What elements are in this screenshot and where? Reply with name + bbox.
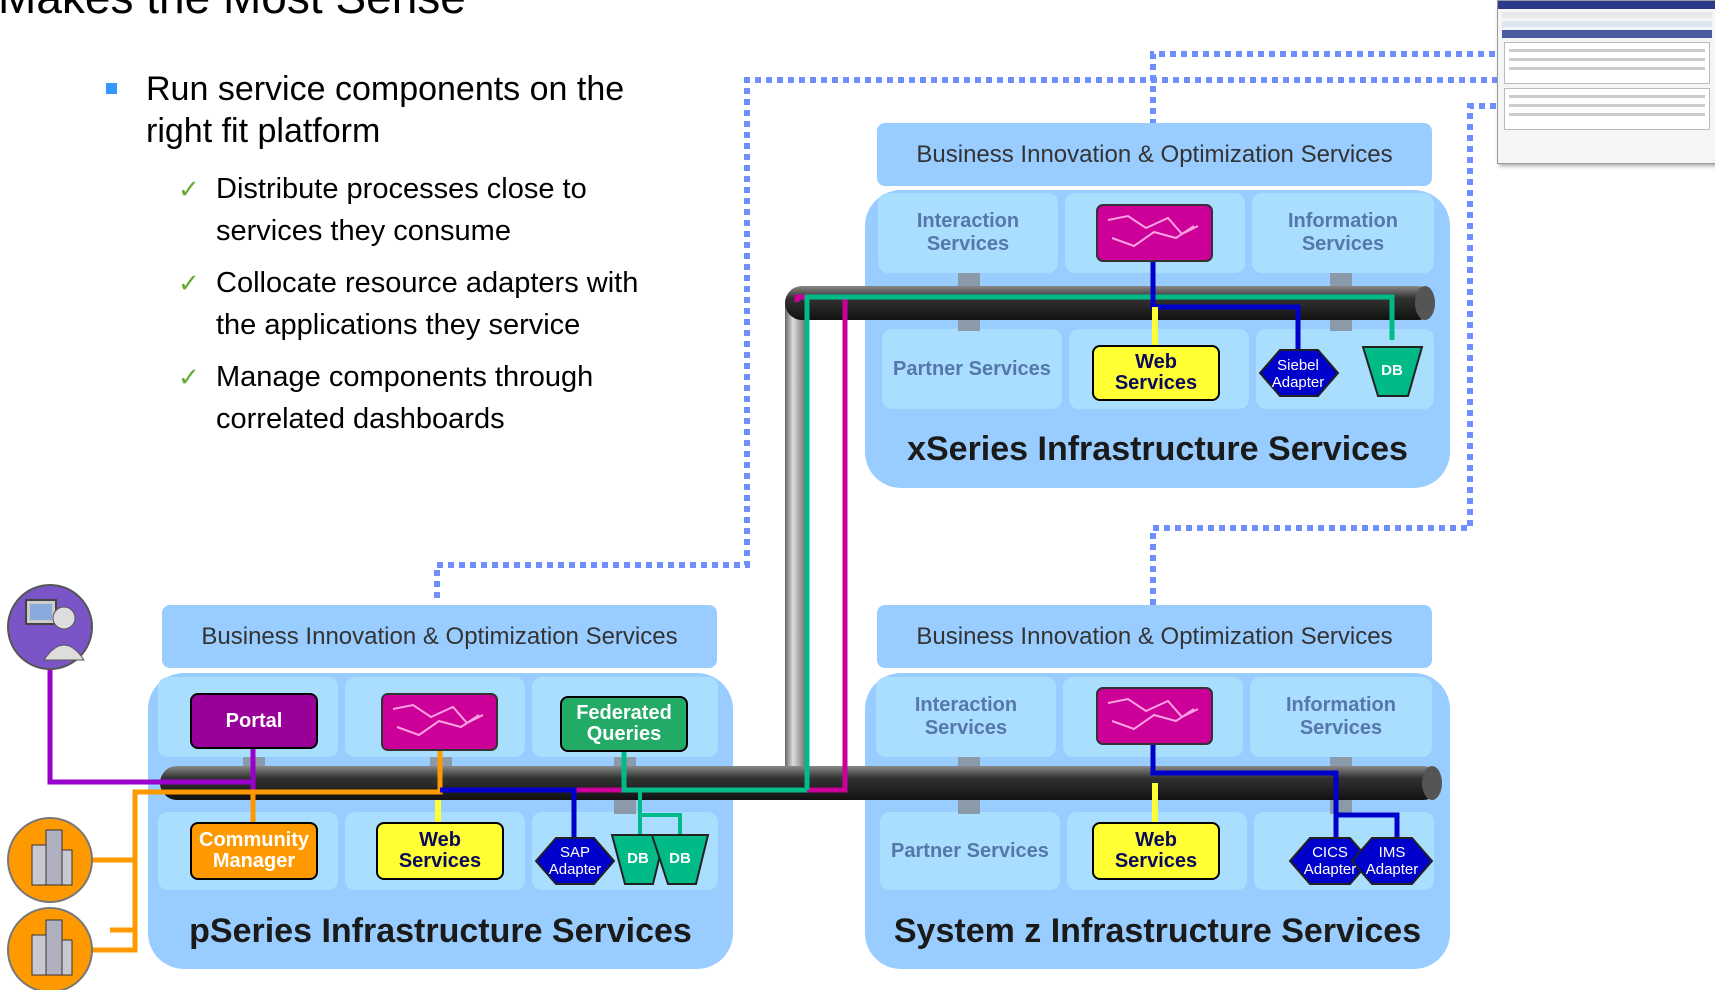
zseries-information-cell: Information Services	[1250, 677, 1432, 757]
user-icon	[7, 584, 93, 670]
pseries-db-label: DB	[669, 850, 691, 867]
xseries-web-services-box: Web Services	[1092, 345, 1220, 401]
xseries-bus	[785, 286, 1435, 320]
federated-queries-box: Federated Queries	[560, 696, 688, 752]
pseries-db-label: DB	[627, 850, 649, 867]
bullet-list: Run service components on the right fit …	[100, 68, 680, 450]
zseries-bio-bar: Business Innovation & Optimization Servi…	[877, 605, 1432, 668]
ims-adapter-shape	[1350, 837, 1434, 885]
xseries-bio-bar: Business Innovation & Optimization Servi…	[877, 123, 1432, 186]
process-flow-icon	[1096, 687, 1213, 745]
xseries-db-shape	[1361, 346, 1424, 397]
teal-line	[804, 294, 1395, 790]
process-flow-icon	[381, 693, 498, 751]
pseries-infra-label: pSeries Infrastructure Services	[189, 912, 692, 950]
community-manager-box: Community Manager	[190, 822, 318, 880]
zseries-infra-label: System z Infrastructure Services	[893, 912, 1422, 950]
cics-adapter-label: CICS Adapter	[1303, 844, 1357, 878]
vertical-pipe	[785, 300, 805, 778]
zseries-partner-cell: Partner Services	[880, 812, 1060, 890]
bullet-sub-1: ✓ Distribute processes close to services …	[100, 168, 680, 252]
slide-title: Makes the Most Sense	[0, 0, 466, 24]
xseries-db-label: DB	[1381, 362, 1403, 379]
bullet-sub-3: ✓ Manage components through correlated da…	[100, 356, 680, 440]
process-flow-icon	[1096, 204, 1213, 262]
siebel-adapter-shape	[1258, 349, 1340, 397]
xseries-infra-label: xSeries Infrastructure Services	[907, 430, 1408, 468]
siebel-adapter-label: Siebel Adapter	[1271, 357, 1325, 391]
xseries-partner-cell: Partner Services	[882, 329, 1062, 409]
bullet-sub-2: ✓ Collocate resource adapters with the ap…	[100, 262, 680, 346]
pseries-db-shape	[610, 834, 667, 885]
pseries-bio-bar: Business Innovation & Optimization Servi…	[162, 605, 717, 668]
purple-line	[47, 670, 256, 785]
xseries-information-cell: Information Services	[1252, 193, 1434, 273]
pseries-db-shape	[650, 834, 710, 885]
sap-adapter-shape	[534, 837, 616, 885]
orange-line	[78, 730, 443, 953]
bullet-sub-text: Collocate resource adapters with the app…	[216, 267, 639, 341]
bullet-sub-text: Distribute processes close to services t…	[216, 173, 587, 247]
bullet-main: Run service components on the right fit …	[100, 68, 680, 152]
building-icon	[7, 817, 93, 903]
blue-line	[440, 787, 577, 845]
sap-adapter-label: SAP Adapter	[548, 844, 602, 878]
xseries-interaction-cell: Interaction Services	[878, 193, 1058, 273]
ims-adapter-label: IMS Adapter	[1365, 844, 1419, 878]
checkmark-icon: ✓	[178, 174, 200, 204]
pseries-web-services-box: Web Services	[376, 822, 504, 880]
zseries-interaction-cell: Interaction Services	[876, 677, 1056, 757]
bullet-sub-text: Manage components through correlated das…	[216, 361, 594, 435]
zseries-web-services-box: Web Services	[1092, 822, 1220, 880]
checkmark-icon: ✓	[178, 362, 200, 392]
dashboard-thumbnail	[1497, 0, 1715, 164]
checkmark-icon: ✓	[178, 268, 200, 298]
building-icon	[7, 907, 93, 990]
portal-box: Portal	[190, 693, 318, 749]
